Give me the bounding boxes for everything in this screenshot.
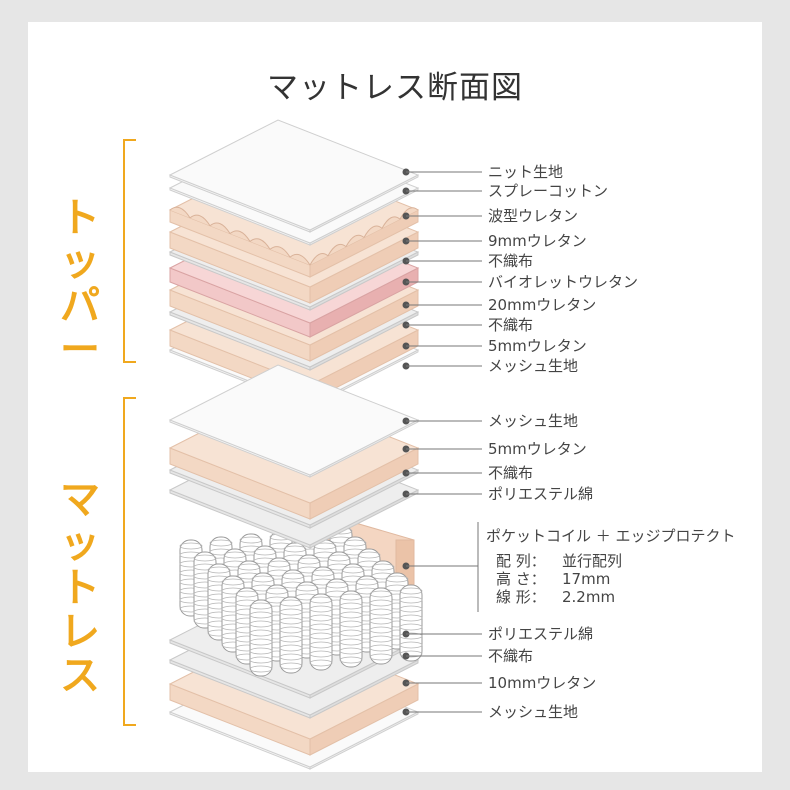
- mattress-layer-label: メッシュ生地: [488, 412, 578, 430]
- mattress-label-char: ッ: [60, 521, 100, 567]
- topper-layer-label: スプレーコットン: [488, 182, 608, 200]
- callout-bracket: [406, 522, 479, 612]
- topper-bracket: [123, 139, 136, 363]
- topper-section-label: ト ッ パ ー: [58, 196, 102, 372]
- layer-callout: 不織布: [402, 647, 533, 665]
- page-title: マットレス断面図: [267, 70, 523, 106]
- topper-layer-label: 20mmウレタン: [488, 296, 596, 314]
- mattress-layer-label: ポリエステル綿: [488, 485, 593, 503]
- layer-callout: メッシュ生地: [402, 412, 578, 430]
- layer-callout: 10mmウレタン: [402, 674, 596, 692]
- layer-callout: 20mmウレタン: [402, 296, 596, 314]
- mattress-layer-label: 5mmウレタン: [488, 440, 587, 458]
- coil-spec-key: 線 形：: [496, 588, 546, 606]
- mattress-layer-label: 不織布: [488, 464, 533, 482]
- coil-spring: [339, 590, 363, 668]
- topper-layer-label: 9mmウレタン: [488, 232, 587, 250]
- topper-layer-label: 波型ウレタン: [488, 207, 578, 225]
- coil-spec-value: 並行配列: [562, 552, 622, 570]
- layer-callout: 不織布: [402, 316, 533, 334]
- coil-spring: [309, 593, 333, 671]
- topper-label-char: ー: [60, 327, 100, 373]
- layer-callout: ポリエステル綿: [402, 485, 593, 503]
- layer-callout: ポリエステル綿: [402, 625, 593, 643]
- topper-layer-label: ニット生地: [488, 163, 563, 181]
- coil-spring: [279, 596, 303, 674]
- topper-label-char: ト: [60, 195, 100, 241]
- mattress-label-char: レ: [60, 609, 100, 655]
- mattress-label-char: ト: [60, 565, 100, 611]
- wave-profile: [169, 206, 419, 266]
- coil-layer-label: ポケットコイル ＋ エッジプロテクト: [486, 527, 736, 545]
- mattress-layer-label: メッシュ生地: [488, 703, 578, 721]
- mattress-layer: [168, 364, 420, 478]
- mattress-label-char: ス: [60, 653, 100, 699]
- coil-spec-value: 2.2mm: [562, 588, 615, 606]
- layer-callout: 不織布: [402, 252, 533, 270]
- coil-spring: [249, 599, 273, 677]
- topper-label-char: ッ: [60, 239, 100, 285]
- coil-spec-key: 高 さ：: [496, 570, 546, 588]
- layer-callout: 5mmウレタン: [402, 440, 587, 458]
- layer-callout: 不織布: [402, 464, 533, 482]
- mattress-bracket: [123, 397, 136, 726]
- layer-callout: バイオレットウレタン: [402, 273, 638, 291]
- coil-spec-key: 配 列：: [496, 552, 546, 570]
- topper-layer-label: 5mmウレタン: [488, 337, 587, 355]
- layer-callout: 9mmウレタン: [402, 232, 587, 250]
- layer-callout: 5mmウレタン: [402, 337, 587, 355]
- layer-callout: ニット生地: [402, 163, 563, 181]
- mattress-layer-label: 10mmウレタン: [488, 674, 596, 692]
- layer-callout: メッシュ生地: [402, 357, 578, 375]
- pocket-coil-block: [179, 514, 423, 677]
- mattress-label-char: マ: [60, 477, 100, 523]
- layer-callout: スプレーコットン: [402, 182, 608, 200]
- topper-stack: ニット生地スプレーコットン波型ウレタン9mmウレタン不織布バイオレットウレタン2…: [168, 119, 638, 408]
- topper-label-char: パ: [60, 283, 100, 329]
- coil-spring: [399, 584, 423, 662]
- mattress-layer-label: ポリエステル綿: [488, 625, 593, 643]
- topper-layer-label: 不織布: [488, 252, 533, 270]
- coil-spring: [369, 587, 393, 665]
- topper-layer-label: メッシュ生地: [488, 357, 578, 375]
- mattress-section-label: マ ッ ト レ ス: [58, 478, 102, 698]
- layer-callout: メッシュ生地: [402, 703, 578, 721]
- topper-layer-label: 不織布: [488, 316, 533, 334]
- coil-spec-value: 17mm: [562, 570, 610, 588]
- layer-callout: 波型ウレタン: [402, 207, 578, 225]
- topper-layer: [168, 119, 420, 233]
- topper-layer-label: バイオレットウレタン: [488, 273, 638, 291]
- mattress-layer-label: 不織布: [488, 647, 533, 665]
